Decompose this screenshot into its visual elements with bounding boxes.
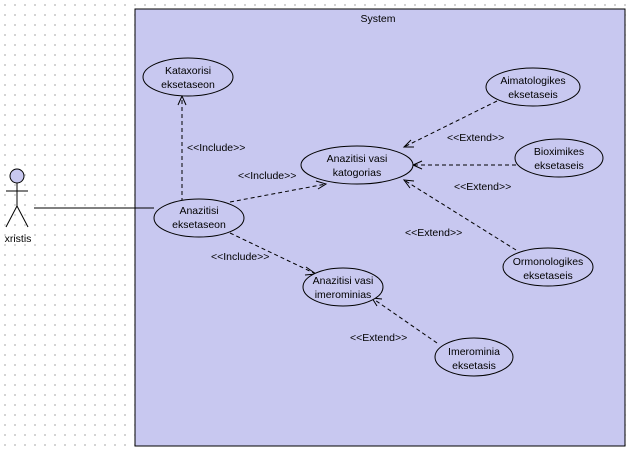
label-extend-imerominia: <<Extend>> (350, 332, 407, 344)
svg-text:Aimatologikes: Aimatologikes (500, 75, 565, 87)
include-arrow-kategorias (229, 183, 327, 203)
system-title: System (360, 13, 395, 25)
svg-text:Anazitisi vasi: Anazitisi vasi (313, 275, 374, 287)
actor-leg-left (5, 205, 18, 228)
svg-text:Imerominia: Imerominia (448, 346, 500, 358)
svg-text:Kataxorisi: Kataxorisi (165, 65, 211, 77)
svg-text:eksetaseon: eksetaseon (172, 219, 226, 231)
usecase-bioximikes-eksetaseis[interactable]: Bioximikes eksetaseis (514, 138, 604, 178)
extend-arrow-aimatologikes (403, 100, 498, 148)
usecase-imerominia-eksetasis[interactable]: Imerominia eksetasis (434, 337, 514, 377)
usecase-aimatologikes-eksetaseis[interactable]: Aimatologikes eksetaseis (485, 67, 581, 107)
actor-name: xristis (5, 233, 32, 245)
usecase-ormonologikes-eksetaseis[interactable]: Ormonologikes eksetaseis (502, 247, 594, 287)
svg-text:katogorias: katogorias (333, 167, 381, 179)
usecase-kataxorisi-eksetaseon[interactable]: Kataxorisi eksetaseon (142, 57, 234, 97)
actor-leg-right (16, 205, 29, 228)
include-arrow-imerominias (229, 232, 317, 275)
arrowhead-aimatologikes (402, 139, 414, 148)
extend-arrow-imerominia (371, 297, 438, 344)
label-include-kataxorisi: <<Include>> (187, 142, 245, 154)
label-include-kategorias: <<Include>> (238, 170, 296, 182)
svg-text:Ormonologikes: Ormonologikes (513, 256, 584, 268)
arrowhead-kategorias (315, 180, 328, 190)
svg-text:eksetaseis: eksetaseis (523, 270, 573, 282)
svg-text:eksetaseis: eksetaseis (508, 89, 558, 101)
svg-text:eksetaseis: eksetaseis (534, 160, 584, 172)
svg-text:Bioximikes: Bioximikes (534, 146, 584, 158)
label-extend-ormonologikes: <<Extend>> (405, 227, 462, 239)
usecase-anazitisi-eksetaseon[interactable]: Anazitisi eksetaseon (153, 198, 245, 238)
label-include-imerominias: <<Include>> (211, 251, 269, 263)
usecase-anazitisi-vasi-imerominias[interactable]: Anazitisi vasi imerominias (302, 267, 384, 307)
svg-text:eksetaseon: eksetaseon (161, 79, 215, 91)
svg-text:Anazitisi vasi: Anazitisi vasi (327, 153, 388, 165)
arrowhead-ormonologikes (402, 179, 415, 189)
svg-text:imerominias: imerominias (315, 289, 372, 301)
actor-xristis[interactable]: xristis (5, 168, 32, 245)
actor-head (9, 168, 25, 184)
svg-text:Anazitisi: Anazitisi (179, 205, 218, 217)
extend-arrow-ormonologikes (403, 179, 517, 251)
usecase-anazitisi-vasi-katogorias[interactable]: Anazitisi vasi katogorias (300, 145, 414, 185)
svg-text:eksetasis: eksetasis (452, 360, 496, 372)
label-extend-aimatologikes: <<Extend>> (447, 132, 504, 144)
label-extend-bioximikes: <<Extend>> (454, 181, 511, 193)
